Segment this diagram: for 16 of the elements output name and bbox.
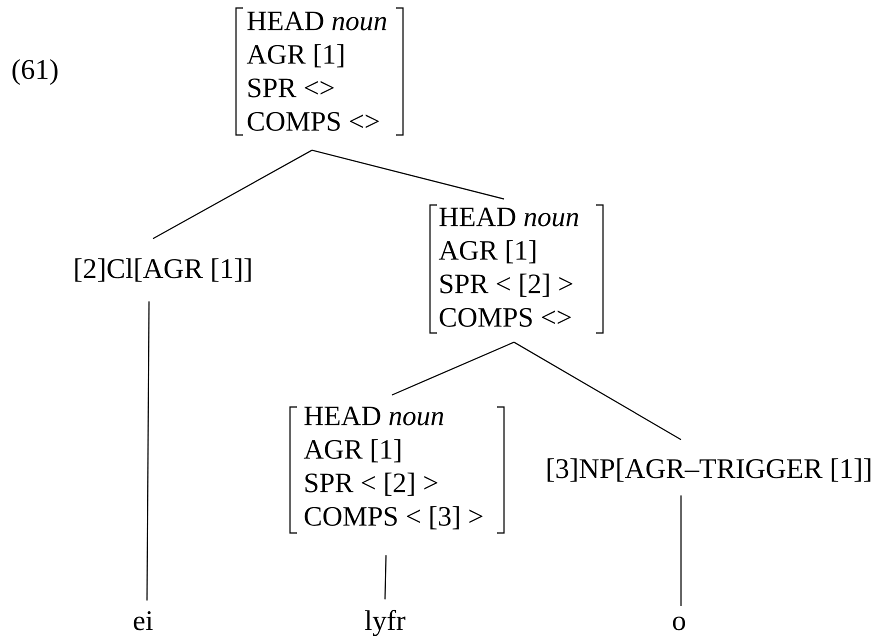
tree-node-label: o [672, 616, 686, 630]
example-number: (61) [12, 59, 58, 85]
tree-node-label: lyfr [365, 610, 406, 636]
tree-branch [680, 495, 682, 606]
tree-branch [514, 342, 682, 440]
tree-node-label: [3]NP[AGR–TRIGGER [1]] [548, 458, 870, 482]
tree-branch [392, 342, 514, 396]
tree-branch [152, 150, 312, 240]
tree-node-label: [2]Cl[AGR [1]] [75, 258, 251, 282]
tree-branch [312, 150, 504, 200]
tree-branch [146, 301, 150, 601]
tree-node-label: ei [134, 611, 153, 630]
attribute-value-matrix: HEAD noun AGR [1] SPR <> COMPS <> [235, 7, 404, 136]
attribute-value-matrix: HEAD noun AGR [1] SPR < [2] > COMPS < [3] > [289, 406, 505, 534]
tree-branch [384, 555, 387, 600]
attribute-value-matrix: HEAD noun AGR [1] SPR < [2] > COMPS <> [429, 204, 604, 334]
